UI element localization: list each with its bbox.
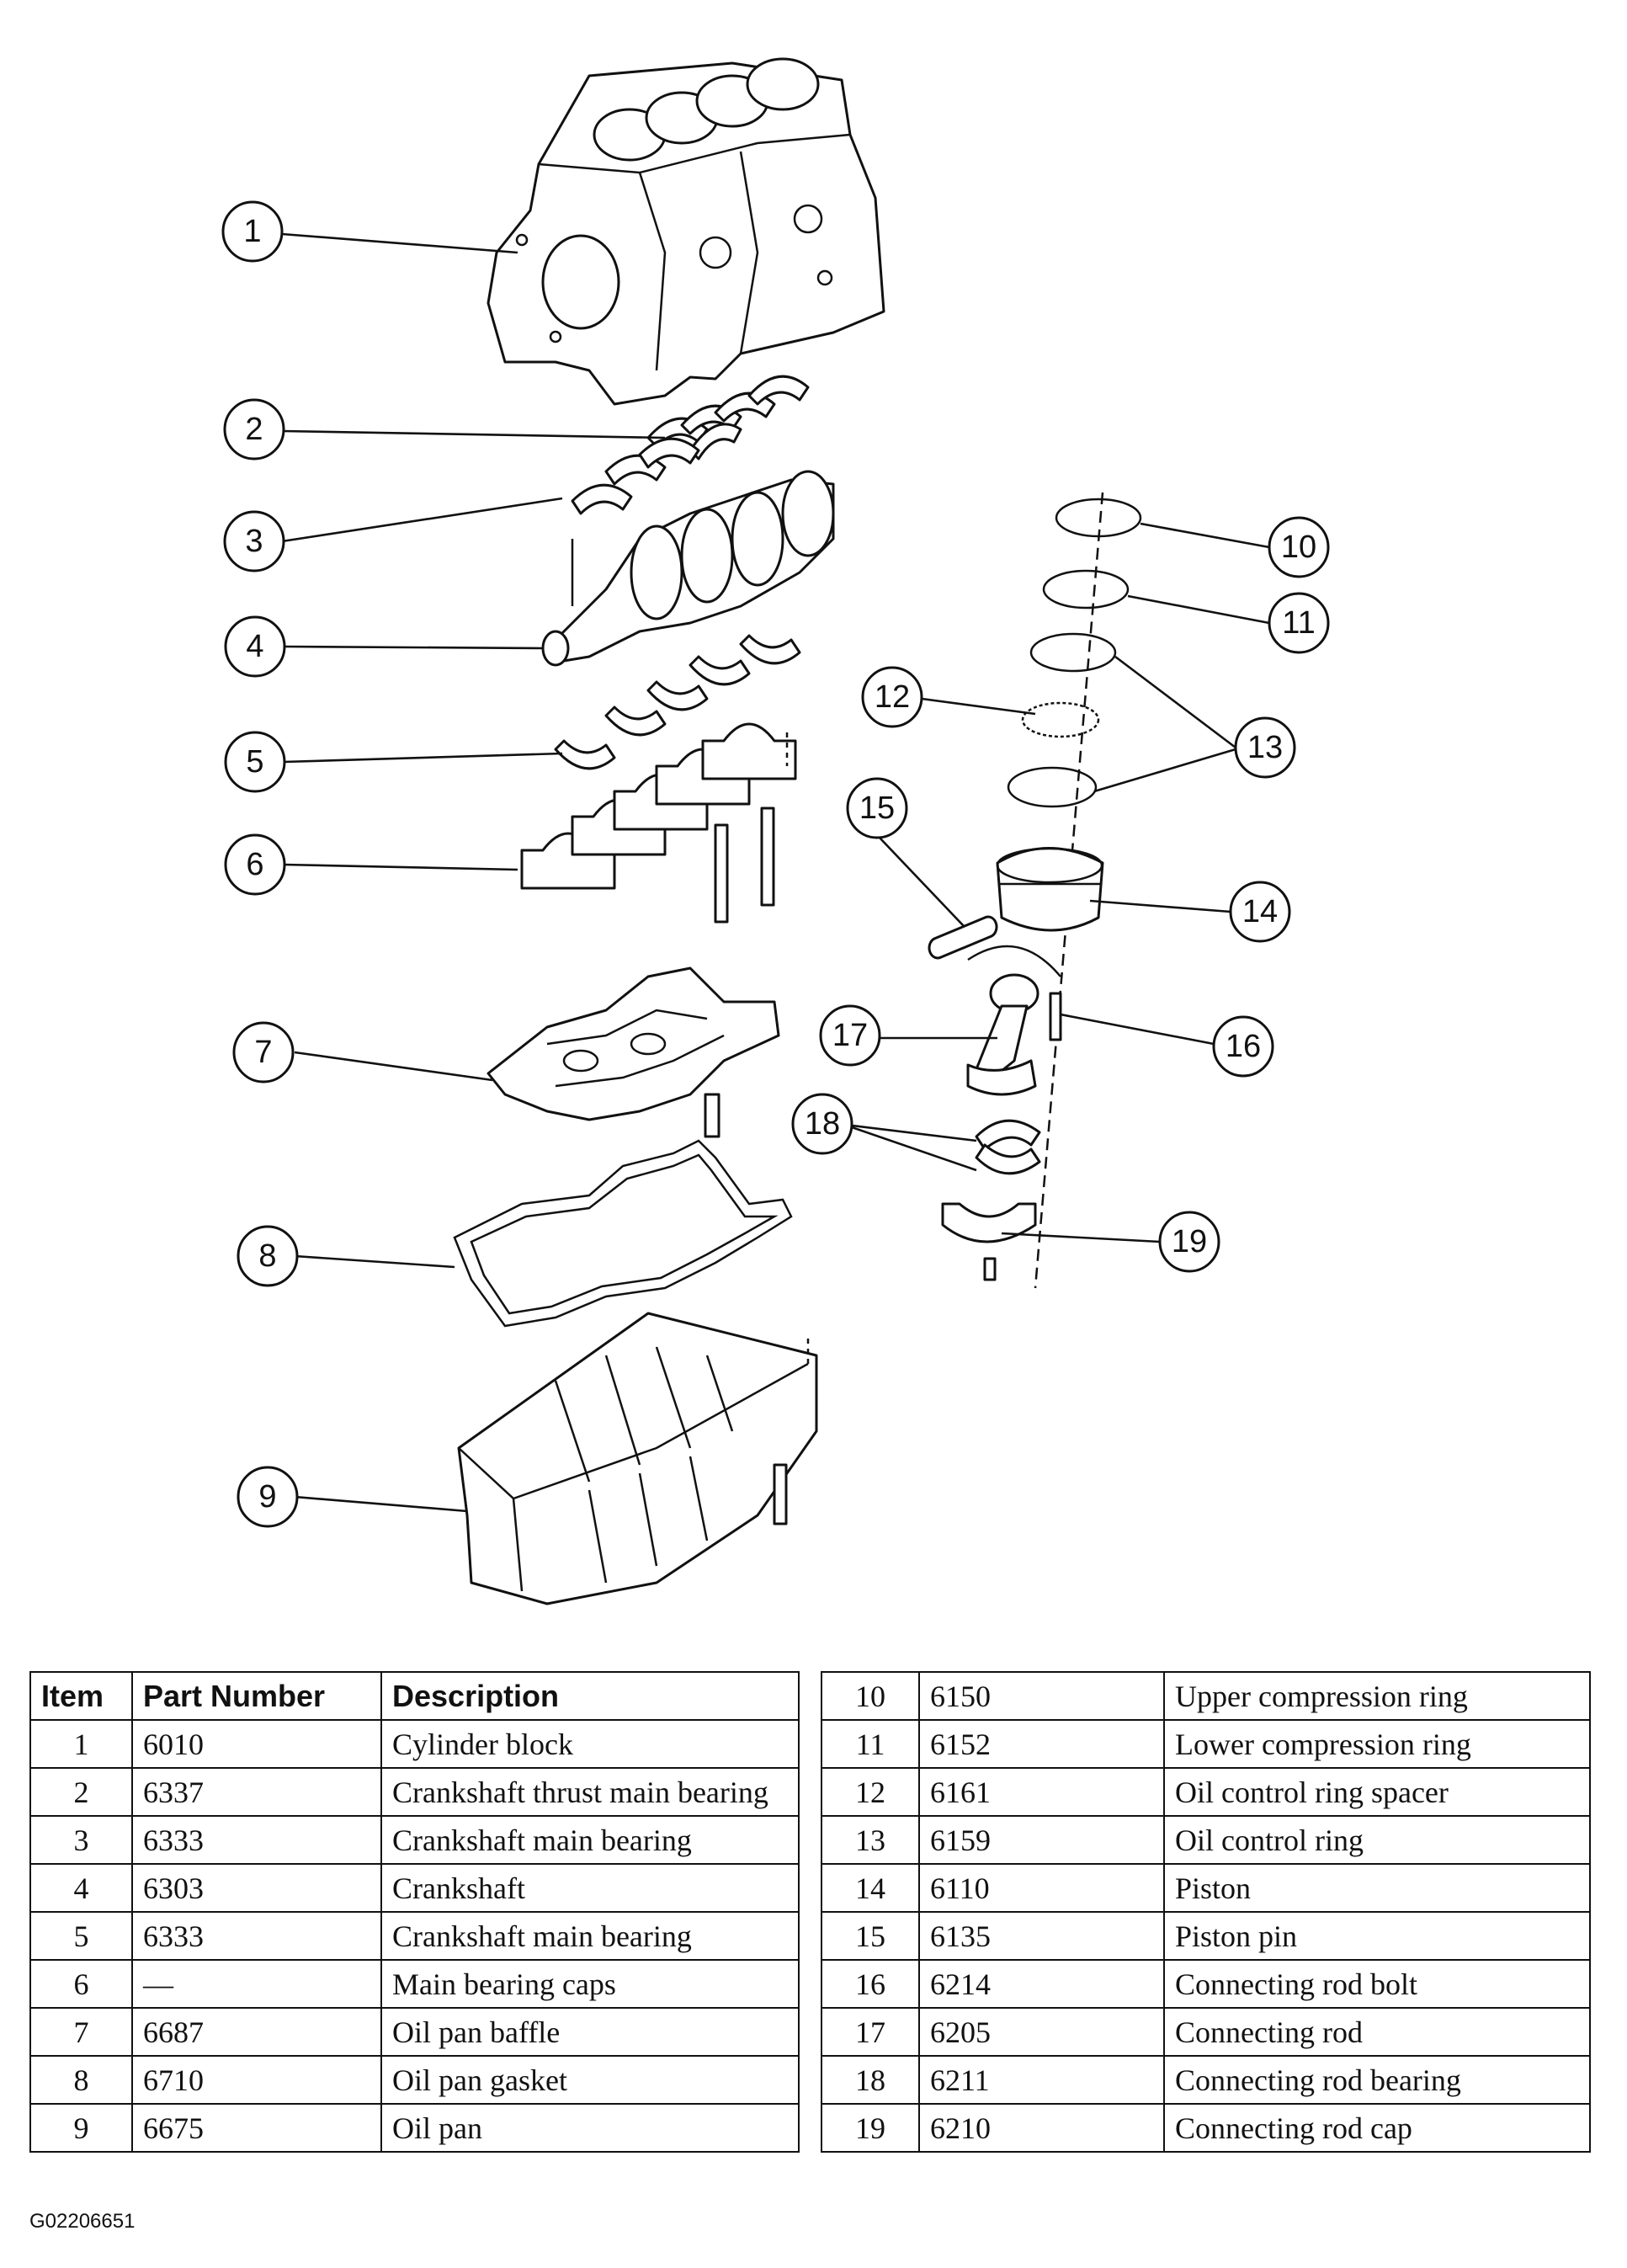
- crankshaft-drawing: [541, 470, 835, 667]
- exploded-engine-diagram: 1 2 3 4 5 6 7 8 9 10 11 12 13 14 15 16 1…: [221, 57, 1330, 1605]
- oil-pan-drawing: [457, 1312, 818, 1605]
- svg-text:2: 2: [245, 412, 263, 447]
- header-item: Item: [29, 1671, 133, 1721]
- svg-text:14: 14: [1242, 894, 1278, 929]
- header-description: Description: [380, 1671, 800, 1721]
- connecting-rod-drawing: [966, 945, 1062, 1096]
- callout-4: 4: [224, 615, 286, 678]
- callout-17: 17: [819, 1004, 881, 1067]
- callout-8: 8: [237, 1225, 299, 1287]
- piston-drawing: [996, 847, 1104, 932]
- svg-text:3: 3: [245, 524, 263, 559]
- callout-13: 13: [1234, 716, 1296, 779]
- svg-text:10: 10: [1281, 530, 1316, 565]
- connecting-rod-bearing-drawing: [975, 1119, 1041, 1175]
- callout-18: 18: [791, 1093, 853, 1155]
- svg-text:13: 13: [1247, 730, 1283, 765]
- callout-6: 6: [224, 833, 286, 896]
- cylinder-block-drawing: [487, 57, 885, 406]
- piston-pin-drawing: [928, 915, 998, 960]
- svg-text:1: 1: [243, 214, 261, 249]
- svg-text:7: 7: [254, 1035, 272, 1070]
- table-row: 6—Main bearing caps: [29, 1959, 800, 2009]
- callout-10: 10: [1268, 516, 1330, 578]
- figure-code: G02206651: [29, 2210, 136, 2233]
- callout-12: 12: [861, 666, 923, 728]
- crankshaft-main-bearing-upper-drawing: [571, 437, 700, 515]
- svg-text:6: 6: [246, 847, 263, 882]
- callout-9: 9: [237, 1466, 299, 1528]
- thrust-main-bearing-drawing: [646, 375, 810, 461]
- svg-text:9: 9: [258, 1479, 276, 1515]
- main-bearing-caps-drawing: [520, 722, 797, 924]
- svg-text:8: 8: [258, 1238, 276, 1274]
- svg-text:18: 18: [805, 1106, 840, 1142]
- callout-19: 19: [1158, 1211, 1220, 1273]
- svg-text:15: 15: [859, 791, 895, 826]
- connecting-rod-cap-drawing: [941, 1202, 1037, 1281]
- callout-11: 11: [1268, 592, 1330, 654]
- svg-text:4: 4: [246, 629, 263, 664]
- callout-3: 3: [223, 510, 285, 572]
- oil-pan-baffle-drawing: [487, 966, 780, 1138]
- callout-1: 1: [221, 200, 284, 263]
- callout-5: 5: [224, 731, 286, 793]
- callout-2: 2: [223, 398, 285, 461]
- svg-text:17: 17: [832, 1018, 868, 1053]
- callout-16: 16: [1212, 1015, 1274, 1078]
- callout-15: 15: [846, 777, 908, 839]
- callout-7: 7: [232, 1021, 295, 1083]
- callout-14: 14: [1229, 881, 1291, 943]
- parts-table-header: Item Part Number Description: [29, 1671, 800, 1721]
- svg-text:19: 19: [1172, 1224, 1207, 1259]
- crankshaft-main-bearing-lower-drawing: [554, 634, 801, 770]
- svg-text:5: 5: [246, 744, 263, 780]
- header-part-number: Part Number: [131, 1671, 382, 1721]
- svg-text:11: 11: [1282, 605, 1315, 641]
- leader-lines: [281, 232, 1270, 1513]
- svg-text:16: 16: [1226, 1029, 1261, 1064]
- svg-text:12: 12: [875, 679, 910, 715]
- oil-pan-gasket-drawing: [453, 1139, 793, 1328]
